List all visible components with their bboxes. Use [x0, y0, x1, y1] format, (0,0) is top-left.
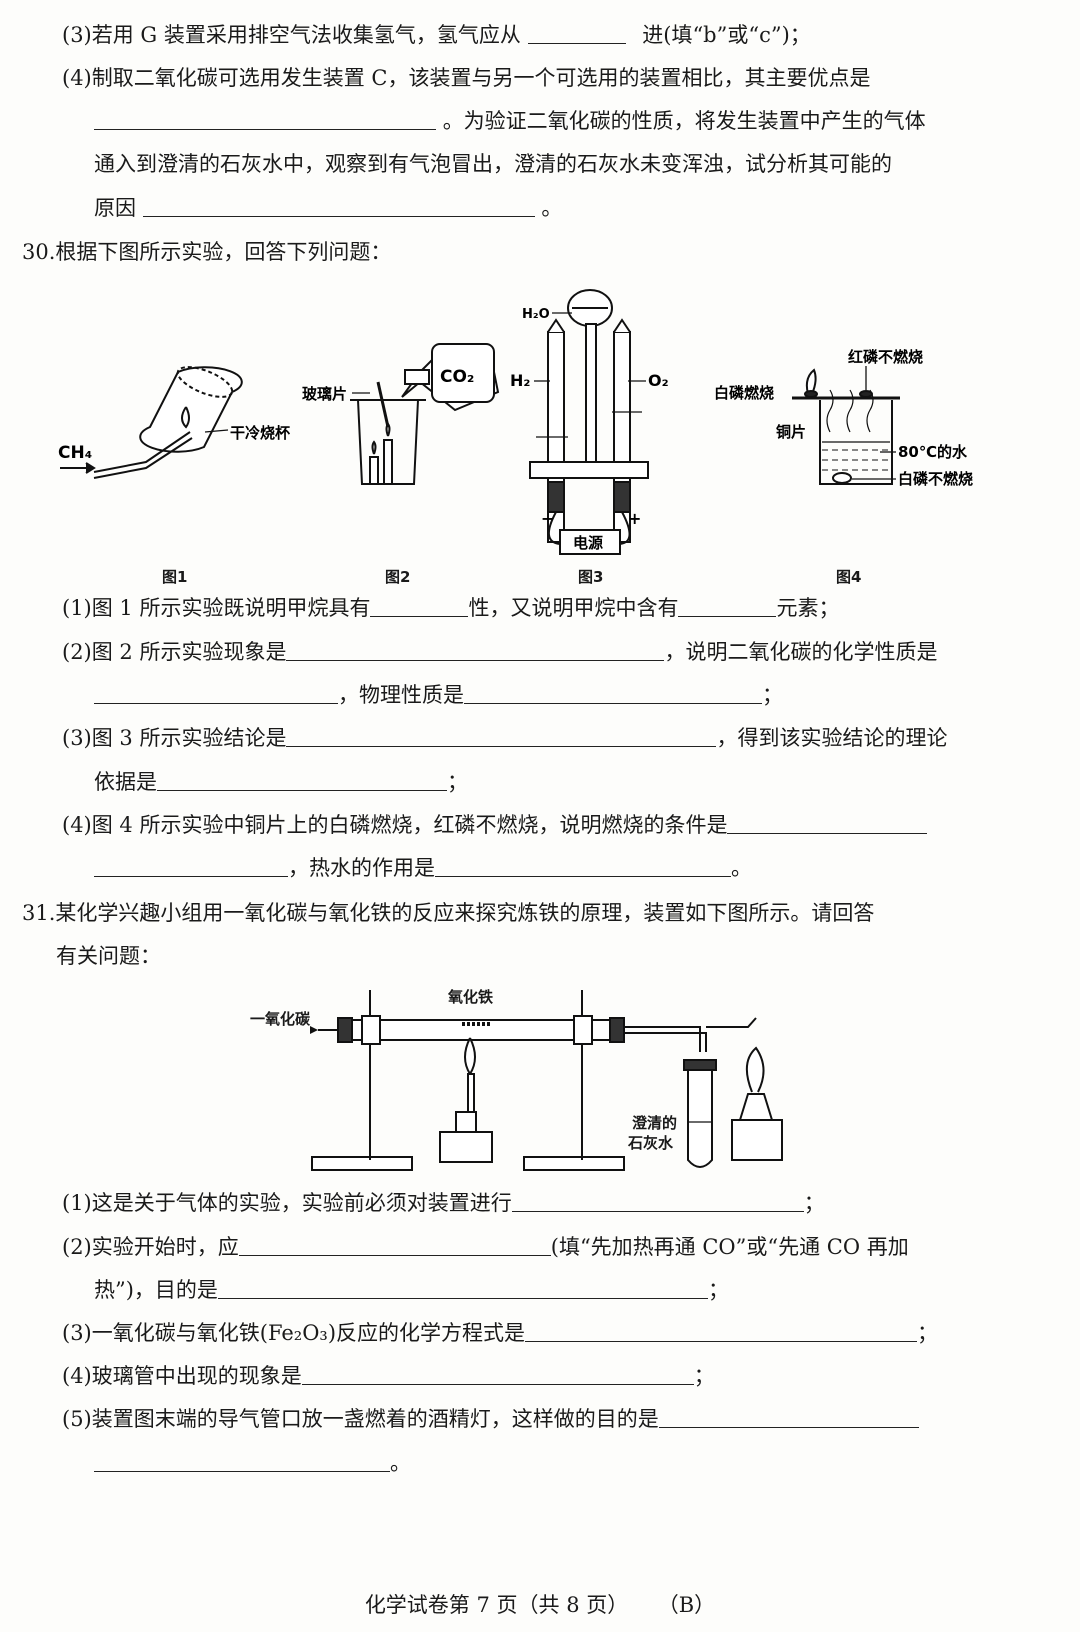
q30-figures: CH₄ 干冷烧杯 玻璃片 CO₂ H₂O H₂ O₂ −	[58, 289, 973, 555]
fig3-caption: 图3	[578, 568, 604, 586]
fig4-water-label: 80℃的水	[898, 443, 968, 461]
fe2o3-label: 氧化铁	[448, 988, 494, 1006]
limewater-label-2: 石灰水	[628, 1134, 674, 1152]
answer-blank[interactable]	[435, 854, 731, 877]
fig3-plus-label: +	[628, 509, 641, 528]
q31-5b: 。	[94, 1448, 1040, 1478]
answer-blank[interactable]	[678, 594, 777, 617]
fig1-methane-beaker	[60, 366, 243, 479]
fig4-white-p-burn-label: 白磷燃烧	[714, 384, 774, 402]
answer-blank[interactable]	[238, 1233, 551, 1256]
fig2-co2-label: CO₂	[440, 367, 474, 387]
fig3-minus-label: −	[541, 509, 554, 528]
answer-blank[interactable]	[511, 1189, 804, 1212]
q30-2: (2)图 2 所示实验现象是，说明二氧化碳的化学性质是	[62, 638, 938, 664]
fig4-copper-label: 铜片	[776, 423, 806, 441]
q30-1: (1)图 1 所示实验既说明甲烷具有性，又说明甲烷中含有元素；	[62, 594, 840, 620]
answer-blank[interactable]	[94, 854, 288, 877]
fig1-beaker-label: 干冷烧杯	[230, 424, 291, 442]
answer-blank[interactable]	[727, 811, 928, 834]
q29-4-line2: 。为验证二氧化碳的性质，将发生装置中产生的气体	[94, 106, 1040, 136]
answer-blank[interactable]	[94, 107, 436, 130]
fig2-glass-label: 玻璃片	[302, 385, 347, 403]
q30-4: (4)图 4 所示实验中铜片上的白磷燃烧，红磷不燃烧，说明燃烧的条件是	[62, 810, 1040, 840]
answer-blank[interactable]	[525, 1319, 918, 1342]
fig4-white-p-no-label: 白磷不燃烧	[898, 470, 973, 488]
answer-blank[interactable]	[301, 1362, 694, 1385]
answer-blank[interactable]	[370, 594, 469, 617]
fig3-power-label: 电源	[573, 534, 603, 552]
q31-2b: 热”)，目的是；	[94, 1276, 729, 1302]
answer-blank[interactable]	[286, 724, 717, 747]
answer-blank[interactable]	[94, 681, 338, 704]
answer-blank[interactable]	[527, 21, 626, 44]
fig2-caption: 图2	[385, 568, 411, 586]
answer-blank[interactable]	[157, 768, 447, 791]
fig4-caption: 图4	[836, 568, 862, 586]
q31-5: (5)装置图末端的导气管口放一盏燃着的酒精灯，这样做的目的是	[62, 1404, 1040, 1434]
q30-title: 30.根据下图所示实验，回答下列问题：	[22, 240, 392, 264]
answer-blank[interactable]	[217, 1276, 708, 1299]
q29-4-line3: 通入到澄清的石灰水中，观察到有气泡冒出，澄清的石灰水未变浑浊，试分析其可能的	[94, 152, 892, 176]
fig2-co2-beaker	[350, 343, 500, 485]
answer-blank[interactable]	[94, 1449, 390, 1472]
answer-blank[interactable]	[142, 194, 535, 217]
fig3-h2-label: H₂	[510, 371, 530, 390]
q31-2: (2)实验开始时，应(填“先加热再通 CO”或“先通 CO 再加	[62, 1233, 909, 1259]
q30-3b: 依据是；	[94, 768, 468, 794]
q29-4-line1: (4)制取二氧化碳可选用发生装置 C，该装置与另一个可选用的装置相比，其主要优点…	[62, 66, 871, 90]
q29-3-line: (3)若用 G 装置采用排空气法收集氢气，氢气应从 进(填“b”或“c”)；	[62, 21, 811, 47]
fig3-electrolysis	[529, 289, 649, 555]
fig3-water-label: H₂O	[522, 307, 550, 322]
page-footer: 化学试卷第 7 页（共 8 页）（B）	[364, 1593, 716, 1617]
answer-blank[interactable]	[464, 681, 762, 704]
q29-4-line4: 原因 。	[94, 194, 563, 220]
q30-4b: ，热水的作用是。	[94, 853, 1040, 883]
q30-2b: ，物理性质是；	[94, 680, 1040, 710]
q31-1: (1)这是关于气体的实验，实验前必须对装置进行；	[62, 1189, 825, 1215]
q30-3: (3)图 3 所示实验结论是，得到该实验结论的理论	[62, 724, 948, 750]
co-inlet-label: 一氧化碳	[250, 1010, 311, 1028]
fig1-ch4-label: CH₄	[58, 443, 92, 463]
q31-4: (4)玻璃管中出现的现象是；	[62, 1362, 715, 1388]
fig4-red-p-label: 红磷不燃烧	[848, 348, 923, 366]
q31-apparatus	[310, 990, 783, 1171]
fig4-combustion	[792, 368, 900, 485]
q31-title1: 31.某化学兴趣小组用一氧化碳与氧化铁的反应来探究炼铁的原理，装置如下图所示。请…	[22, 901, 875, 925]
q31-title2: 有关问题：	[56, 944, 161, 968]
answer-blank[interactable]	[286, 638, 665, 661]
answer-blank[interactable]	[658, 1405, 919, 1428]
limewater-label-1: 澄清的	[632, 1114, 678, 1132]
fig1-caption: 图1	[162, 568, 188, 586]
fig3-o2-label: O₂	[648, 371, 669, 390]
q31-3: (3)一氧化碳与氧化铁(Fe₂O₃)反应的化学方程式是；	[62, 1319, 939, 1345]
